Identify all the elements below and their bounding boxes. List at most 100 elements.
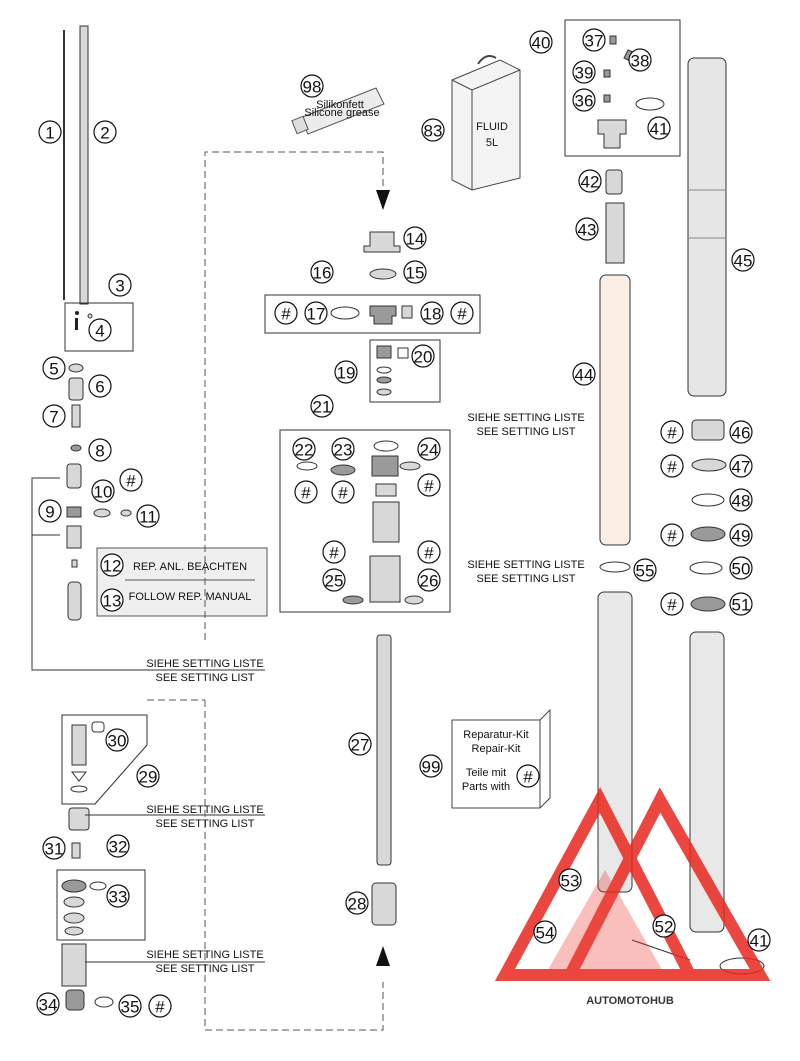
part-41a-shape bbox=[635, 97, 665, 111]
part-8-shape bbox=[70, 444, 82, 452]
callout-circle bbox=[300, 74, 324, 98]
callout-c48: 48 bbox=[729, 488, 753, 512]
part-48-shape bbox=[691, 493, 725, 507]
callout-circle bbox=[108, 273, 132, 297]
callout-number: 55 bbox=[636, 562, 655, 581]
part-24a-shape bbox=[373, 440, 399, 452]
callout-c54: 54 bbox=[533, 920, 557, 944]
part-33a-shape bbox=[61, 879, 87, 893]
callout-c43: 43 bbox=[575, 217, 599, 241]
callout-number: 20 bbox=[414, 348, 433, 367]
setting-en-3: SEE SETTING LIST bbox=[155, 963, 254, 975]
part-14-shape bbox=[363, 231, 401, 253]
setting-en-5: SEE SETTING LIST bbox=[476, 573, 575, 585]
part-55-shape bbox=[599, 561, 631, 573]
callout-c13: 13 bbox=[100, 588, 124, 612]
kit-box-19 bbox=[369, 339, 441, 403]
callout-circle bbox=[417, 437, 441, 461]
part-spring-lower bbox=[61, 943, 87, 987]
repair-kit-line3: Teile mit bbox=[466, 767, 506, 779]
part-6-shape bbox=[68, 377, 84, 401]
part-19c-shape bbox=[376, 376, 392, 384]
callout-circle bbox=[38, 120, 62, 144]
callout-circle bbox=[417, 568, 441, 592]
note-rep-en: FOLLOW REP. MANUAL bbox=[129, 591, 252, 603]
callout-number: 53 bbox=[561, 872, 580, 891]
part-29-spring bbox=[68, 807, 90, 831]
callout-c83: 83 bbox=[421, 118, 445, 142]
callout-circle bbox=[729, 488, 753, 512]
callout-number: 15 bbox=[406, 264, 425, 283]
callout-number: 40 bbox=[532, 34, 551, 53]
callout-circle bbox=[38, 499, 62, 523]
callout-number: 21 bbox=[313, 398, 332, 417]
callout-circle bbox=[106, 834, 130, 858]
callout-hash: # bbox=[119, 468, 143, 492]
callout-number: 22 bbox=[295, 441, 314, 460]
callout-number: 10 bbox=[94, 483, 113, 502]
part-35-shape bbox=[94, 996, 114, 1008]
grease-tube bbox=[291, 87, 385, 135]
callout-number: 6 bbox=[95, 378, 104, 397]
callout-c3: 3 bbox=[108, 273, 132, 297]
callout-circle bbox=[747, 928, 771, 952]
callout-c23: 23 bbox=[331, 437, 355, 461]
part-28-shape bbox=[371, 882, 397, 926]
callout-c5: 5 bbox=[42, 356, 66, 380]
callout-circle bbox=[660, 523, 684, 547]
callout-circle bbox=[88, 374, 112, 398]
part-39-shape bbox=[603, 69, 611, 78]
callout-hash: # bbox=[660, 523, 684, 547]
fluid-can-label: FLUID bbox=[476, 121, 508, 133]
callout-circle bbox=[42, 836, 66, 860]
callout-number: 36 bbox=[575, 92, 594, 111]
callout-c21: 21 bbox=[310, 394, 334, 418]
callout-circle bbox=[729, 523, 753, 547]
callout-number: 52 bbox=[655, 918, 674, 937]
callout-c41: 41 bbox=[747, 928, 771, 952]
callout-circle bbox=[292, 437, 316, 461]
part-24b-shape bbox=[371, 455, 399, 477]
callout-hash: # bbox=[294, 480, 318, 504]
callout-circle bbox=[148, 994, 172, 1018]
callout-circle bbox=[628, 48, 652, 72]
part-9c-shape bbox=[66, 525, 82, 549]
callout-number: 54 bbox=[536, 924, 555, 943]
kit-box-16 bbox=[264, 294, 481, 334]
part-33c-shape bbox=[63, 912, 85, 924]
part-36-shape bbox=[603, 94, 611, 103]
callout-circle bbox=[322, 568, 346, 592]
callout-c12: 12 bbox=[100, 553, 124, 577]
setting-en-2: SEE SETTING LIST bbox=[155, 818, 254, 830]
callout-circle bbox=[572, 88, 596, 112]
callout-number: # bbox=[523, 768, 533, 787]
callout-number: 35 bbox=[121, 998, 140, 1017]
callout-number: 45 bbox=[734, 252, 753, 271]
part-30b-shape bbox=[70, 771, 88, 782]
callout-hash: # bbox=[417, 540, 441, 564]
callout-c52: 52 bbox=[652, 914, 676, 938]
part-9b-shape bbox=[66, 506, 82, 518]
callout-c31: 31 bbox=[42, 836, 66, 860]
kit-box-21 bbox=[279, 429, 451, 613]
callout-circle bbox=[42, 404, 66, 428]
callout-circle bbox=[633, 558, 657, 582]
part-26a-shape bbox=[369, 555, 401, 603]
arrow-up-icon bbox=[376, 946, 390, 966]
callout-number: 83 bbox=[424, 122, 443, 141]
callout-circle bbox=[118, 994, 142, 1018]
repair-kit-line2: Repair-Kit bbox=[472, 743, 521, 755]
part-31-shape bbox=[71, 842, 81, 859]
part-11-shape bbox=[120, 509, 132, 517]
callout-circle bbox=[88, 438, 112, 462]
callout-number: 28 bbox=[348, 895, 367, 914]
grease-tube-label: Silikonfett bbox=[316, 99, 364, 111]
callout-number: 19 bbox=[337, 364, 356, 383]
callout-number: 30 bbox=[108, 732, 127, 751]
part-37-shape bbox=[609, 35, 617, 45]
callout-c19: 19 bbox=[334, 360, 358, 384]
callout-number: 12 bbox=[103, 557, 122, 576]
callout-c35: 35 bbox=[118, 994, 142, 1018]
callout-c29: 29 bbox=[136, 764, 160, 788]
part-30-shape bbox=[71, 724, 87, 766]
